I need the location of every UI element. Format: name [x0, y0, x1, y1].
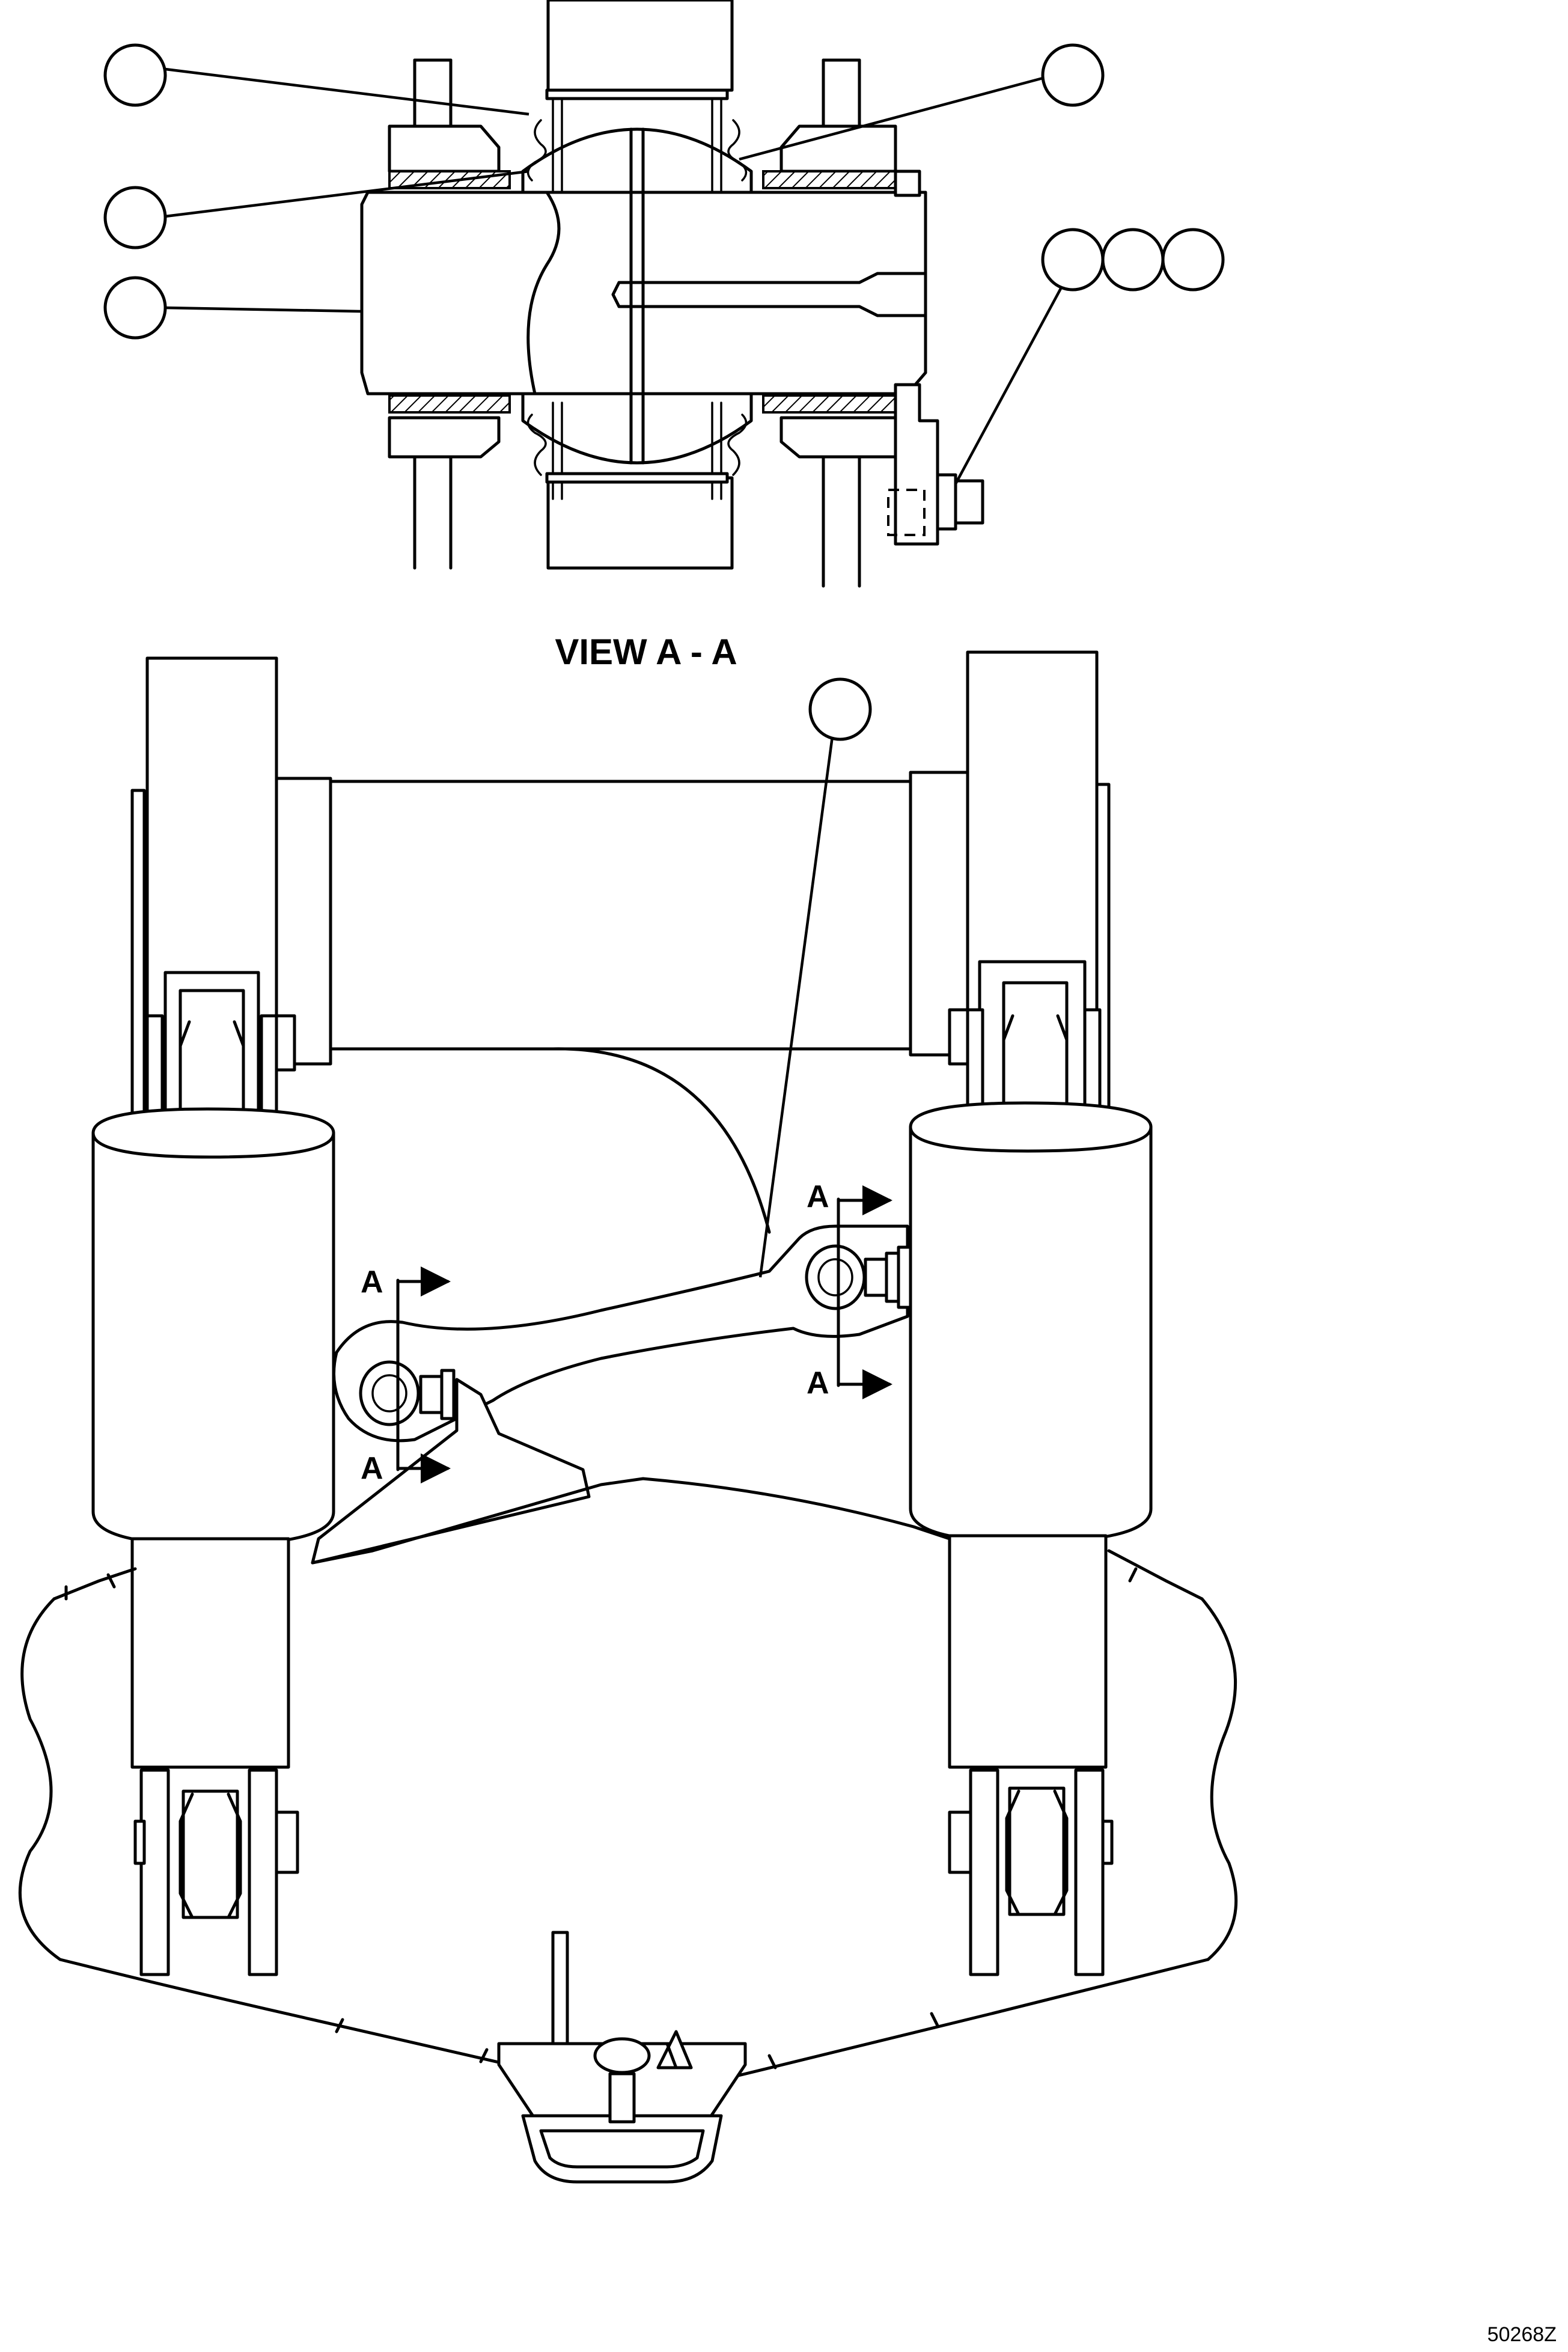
- callout-balloon: [103, 43, 167, 107]
- bushing-upper-right: [762, 170, 897, 189]
- bushing-lower-left: [388, 394, 511, 414]
- cross-tube: [272, 771, 969, 1066]
- hitch-assembly: [497, 1931, 747, 2184]
- bushing-lower-right: [762, 394, 897, 414]
- section-view-a-a: [103, 0, 1225, 588]
- bushing-upper-left: [388, 170, 511, 189]
- lower-frame: [18, 1477, 1238, 2092]
- section-marker-label: A: [361, 1451, 383, 1486]
- pivot-pin: [360, 191, 927, 396]
- view-label: VIEW A - A: [555, 632, 737, 672]
- upright-post-right: [822, 58, 861, 588]
- section-marker-label: A: [807, 1366, 829, 1401]
- callout-balloon: [103, 186, 167, 249]
- callout-balloon: [808, 677, 872, 741]
- right-column: [948, 650, 1111, 1156]
- callout-balloon-assembly: [758, 677, 872, 1278]
- callout-balloon: [1041, 228, 1105, 292]
- right-cylinder: [909, 1101, 1153, 1769]
- retaining-ring-bottom: [545, 472, 729, 484]
- left-cylinder: [91, 1107, 335, 1769]
- lower-right-sheave: [948, 1768, 1114, 1976]
- retainer-plate-and-bolt: [887, 170, 984, 546]
- callout-balloon: [1041, 43, 1105, 107]
- left-column: [130, 656, 296, 1161]
- bearing-housing-right: [779, 124, 897, 459]
- retaining-ring-top: [545, 88, 729, 100]
- bearing-housing-left: [388, 124, 501, 459]
- section-marker-left: A A: [361, 1265, 451, 1486]
- section-marker-label: A: [361, 1265, 383, 1300]
- boot-seal-right: [711, 95, 748, 500]
- equalizer-arm: [332, 1047, 909, 1443]
- callout-balloons-section: [103, 43, 1225, 485]
- callout-balloon: [1161, 228, 1225, 292]
- left-clevis-pin: [311, 1360, 591, 1565]
- callout-balloon: [103, 276, 167, 340]
- assembly-view: A A A A: [18, 650, 1238, 2184]
- section-marker-right: A A: [807, 1179, 892, 1401]
- lower-left-sheave: [133, 1768, 299, 1976]
- section-marker-label: A: [807, 1179, 829, 1214]
- callout-balloon: [1101, 228, 1165, 292]
- figure-number: 50268Z: [1487, 2323, 1557, 2346]
- right-clevis-pin: [805, 1244, 912, 1310]
